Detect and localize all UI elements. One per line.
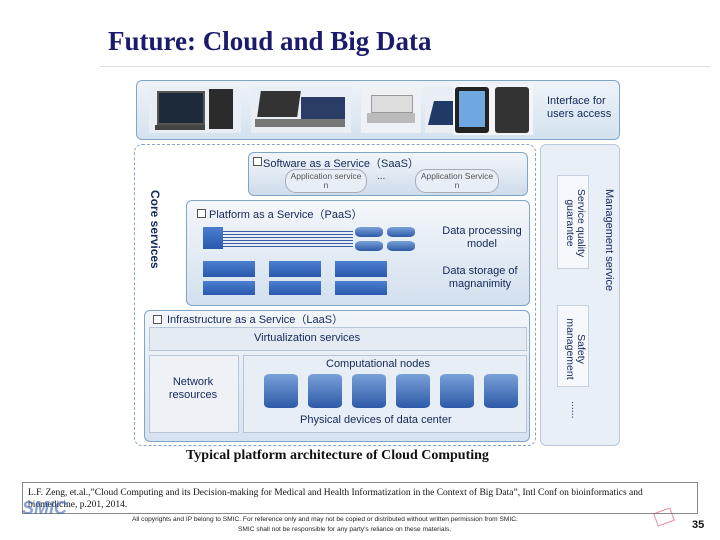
diagram-caption: Typical platform architecture of Cloud C… bbox=[186, 448, 489, 463]
application-service-1: Application service n bbox=[285, 169, 367, 193]
saas-dots: ... bbox=[377, 171, 386, 182]
slide-title: Future: Cloud and Big Data bbox=[108, 26, 432, 56]
desktop-computer-icon bbox=[149, 87, 241, 133]
storage-block-5 bbox=[269, 281, 321, 295]
core-services-boundary bbox=[134, 144, 536, 446]
compute-node-1 bbox=[264, 374, 298, 408]
computational-nodes-box: Computational nodes Physical devices of … bbox=[243, 355, 527, 433]
compute-node-4 bbox=[396, 374, 430, 408]
processing-cluster bbox=[203, 227, 223, 249]
tablet-icon bbox=[453, 85, 533, 135]
page-number: 35 bbox=[692, 519, 705, 531]
copyright-notice: All copyrights and IP belong to SMIC. Fo… bbox=[132, 516, 518, 523]
virtualization-bar: Virtualization services bbox=[149, 327, 527, 351]
user-access-panel: Interface for users access bbox=[136, 80, 620, 140]
liability-notice: SMIC shall not be responsible for any pa… bbox=[238, 526, 452, 533]
compute-node-2 bbox=[308, 374, 342, 408]
storage-block-2 bbox=[269, 261, 321, 277]
storage-block-4 bbox=[203, 281, 255, 295]
process-node-2 bbox=[355, 241, 383, 251]
iaas-title: Infrastructure as a Service（LaaS） bbox=[167, 314, 344, 326]
smic-logo: SMIC bbox=[22, 498, 67, 518]
storage-block-6 bbox=[335, 281, 387, 295]
interface-label: Interface for users access bbox=[547, 95, 612, 120]
process-node-4 bbox=[387, 241, 415, 251]
saas-layer: Software as a Service（SaaS） Application … bbox=[248, 152, 528, 196]
paas-layer: Platform as a Service（PaaS） Data process… bbox=[186, 200, 530, 306]
saas-title: Software as a Service（SaaS） bbox=[263, 158, 419, 170]
storage-block-1 bbox=[203, 261, 255, 277]
paas-icon bbox=[197, 209, 206, 218]
physical-devices-label: Physical devices of data center bbox=[300, 414, 452, 426]
safety-management-box: Safety management bbox=[557, 305, 589, 387]
management-ellipsis: ...... bbox=[569, 401, 581, 419]
data-storage-label: Data storage of magnanimity bbox=[442, 265, 518, 290]
compute-node-3 bbox=[352, 374, 386, 408]
iaas-icon bbox=[153, 315, 162, 324]
compute-node-5 bbox=[440, 374, 474, 408]
citation-box: L.F. Zeng, et.al.,”Cloud Computing and i… bbox=[22, 482, 698, 514]
data-processing-label: Data processing model bbox=[442, 225, 522, 250]
management-service-label: Management service bbox=[603, 189, 615, 292]
saas-icon bbox=[253, 157, 262, 166]
laptops-icon bbox=[251, 87, 351, 133]
application-service-2: Application Service n bbox=[415, 169, 499, 193]
paas-title: Platform as a Service（PaaS） bbox=[209, 209, 363, 221]
network-resources-box: Network resources bbox=[149, 355, 239, 433]
title-divider bbox=[100, 66, 710, 67]
netbook-icon bbox=[361, 87, 421, 133]
compute-node-6 bbox=[484, 374, 518, 408]
storage-block-3 bbox=[335, 261, 387, 277]
iaas-layer: Infrastructure as a Service（LaaS） Virtua… bbox=[144, 310, 530, 442]
core-services-label: Core services bbox=[148, 190, 162, 269]
processing-links bbox=[223, 229, 353, 247]
architecture-diagram: Interface for users access Core services… bbox=[130, 78, 630, 470]
process-node-3 bbox=[387, 227, 415, 237]
service-quality-box: Service quality guarantee bbox=[557, 175, 589, 269]
management-service-column: Service quality guarantee Safety managem… bbox=[540, 144, 620, 446]
process-node-1 bbox=[355, 227, 383, 237]
